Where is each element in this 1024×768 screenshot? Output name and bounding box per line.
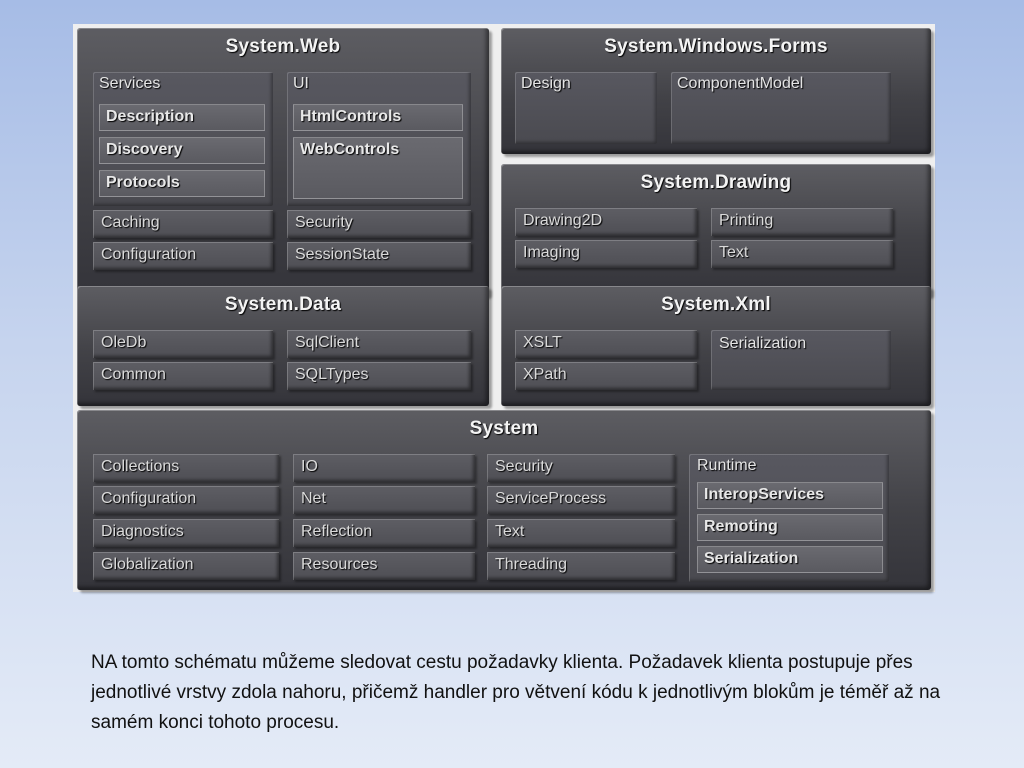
- forms-item-design: Design: [515, 72, 657, 144]
- system-data-title: System.Data: [224, 294, 342, 315]
- system-block: System Collections Configuration Diagnos…: [77, 410, 931, 590]
- system-item-globalization: Globalization: [93, 552, 279, 580]
- web-item-sessionstate: SessionState: [287, 242, 471, 270]
- drawing-item-printing: Printing: [711, 208, 893, 236]
- data-item-sqltypes: SQLTypes: [287, 362, 471, 390]
- ui-item-htmlcontrols: HtmlControls: [293, 104, 463, 131]
- xml-item-xpath: XPath: [515, 362, 697, 390]
- runtime-item-interopservices: InteropServices: [697, 482, 883, 509]
- componentmodel-label: ComponentModel: [677, 75, 804, 92]
- system-item-serviceprocess: ServiceProcess: [487, 486, 675, 514]
- drawing-item-imaging: Imaging: [515, 240, 697, 268]
- namespace-diagram: System.Web Services Description Discover…: [73, 24, 935, 592]
- xml-item-xslt: XSLT: [515, 330, 697, 358]
- data-item-common: Common: [93, 362, 273, 390]
- xml-serialization-label: Serialization: [719, 335, 807, 352]
- system-item-diagnostics: Diagnostics: [93, 519, 279, 547]
- services-label: Services: [99, 75, 161, 92]
- services-item-protocols: Protocols: [99, 170, 265, 197]
- design-label: Design: [521, 75, 571, 92]
- data-item-sqlclient: SqlClient: [287, 330, 471, 358]
- forms-item-componentmodel: ComponentModel: [671, 72, 891, 144]
- services-item-description: Description: [99, 104, 265, 131]
- xml-item-serialization: Serialization: [711, 330, 891, 390]
- system-item-collections: Collections: [93, 454, 279, 482]
- system-item-net: Net: [293, 486, 475, 514]
- system-item-io: IO: [293, 454, 475, 482]
- services-item-discovery: Discovery: [99, 137, 265, 164]
- system-item-threading: Threading: [487, 552, 675, 580]
- services-group: Services Description Discovery Protocols: [93, 72, 273, 206]
- system-item-resources: Resources: [293, 552, 475, 580]
- web-item-caching: Caching: [93, 210, 273, 238]
- system-web-block: System.Web Services Description Discover…: [77, 28, 489, 296]
- drawing-item-text: Text: [711, 240, 893, 268]
- system-windows-forms-block: System.Windows.Forms Design ComponentMod…: [501, 28, 931, 154]
- system-web-title: System.Web: [225, 36, 341, 57]
- web-item-security: Security: [287, 210, 471, 238]
- caption-text: NA tomto schématu můžeme sledovat cestu …: [91, 652, 941, 733]
- system-item-configuration: Configuration: [93, 486, 279, 514]
- runtime-label: Runtime: [697, 457, 757, 474]
- web-item-configuration: Configuration: [93, 242, 273, 270]
- system-item-text: Text: [487, 519, 675, 547]
- runtime-item-remoting: Remoting: [697, 514, 883, 541]
- system-xml-block: System.Xml XSLT Serialization XPath: [501, 286, 931, 406]
- system-windows-forms-title: System.Windows.Forms: [604, 36, 828, 57]
- system-xml-title: System.Xml: [661, 294, 771, 315]
- system-item-security: Security: [487, 454, 675, 482]
- system-item-reflection: Reflection: [293, 519, 475, 547]
- ui-label: UI: [293, 75, 309, 92]
- ui-group: UI HtmlControls WebControls: [287, 72, 471, 206]
- data-item-oledb: OleDb: [93, 330, 273, 358]
- system-data-block: System.Data OleDb SqlClient Common SQLTy…: [77, 286, 489, 406]
- runtime-item-serialization: Serialization: [697, 546, 883, 573]
- ui-item-webcontrols: WebControls: [293, 137, 463, 199]
- drawing-item-drawing2d: Drawing2D: [515, 208, 697, 236]
- runtime-group: Runtime InteropServices Remoting Seriali…: [689, 454, 889, 582]
- system-title: System: [469, 418, 539, 439]
- system-drawing-block: System.Drawing Drawing2D Printing Imagin…: [501, 164, 931, 296]
- system-drawing-title: System.Drawing: [640, 172, 792, 193]
